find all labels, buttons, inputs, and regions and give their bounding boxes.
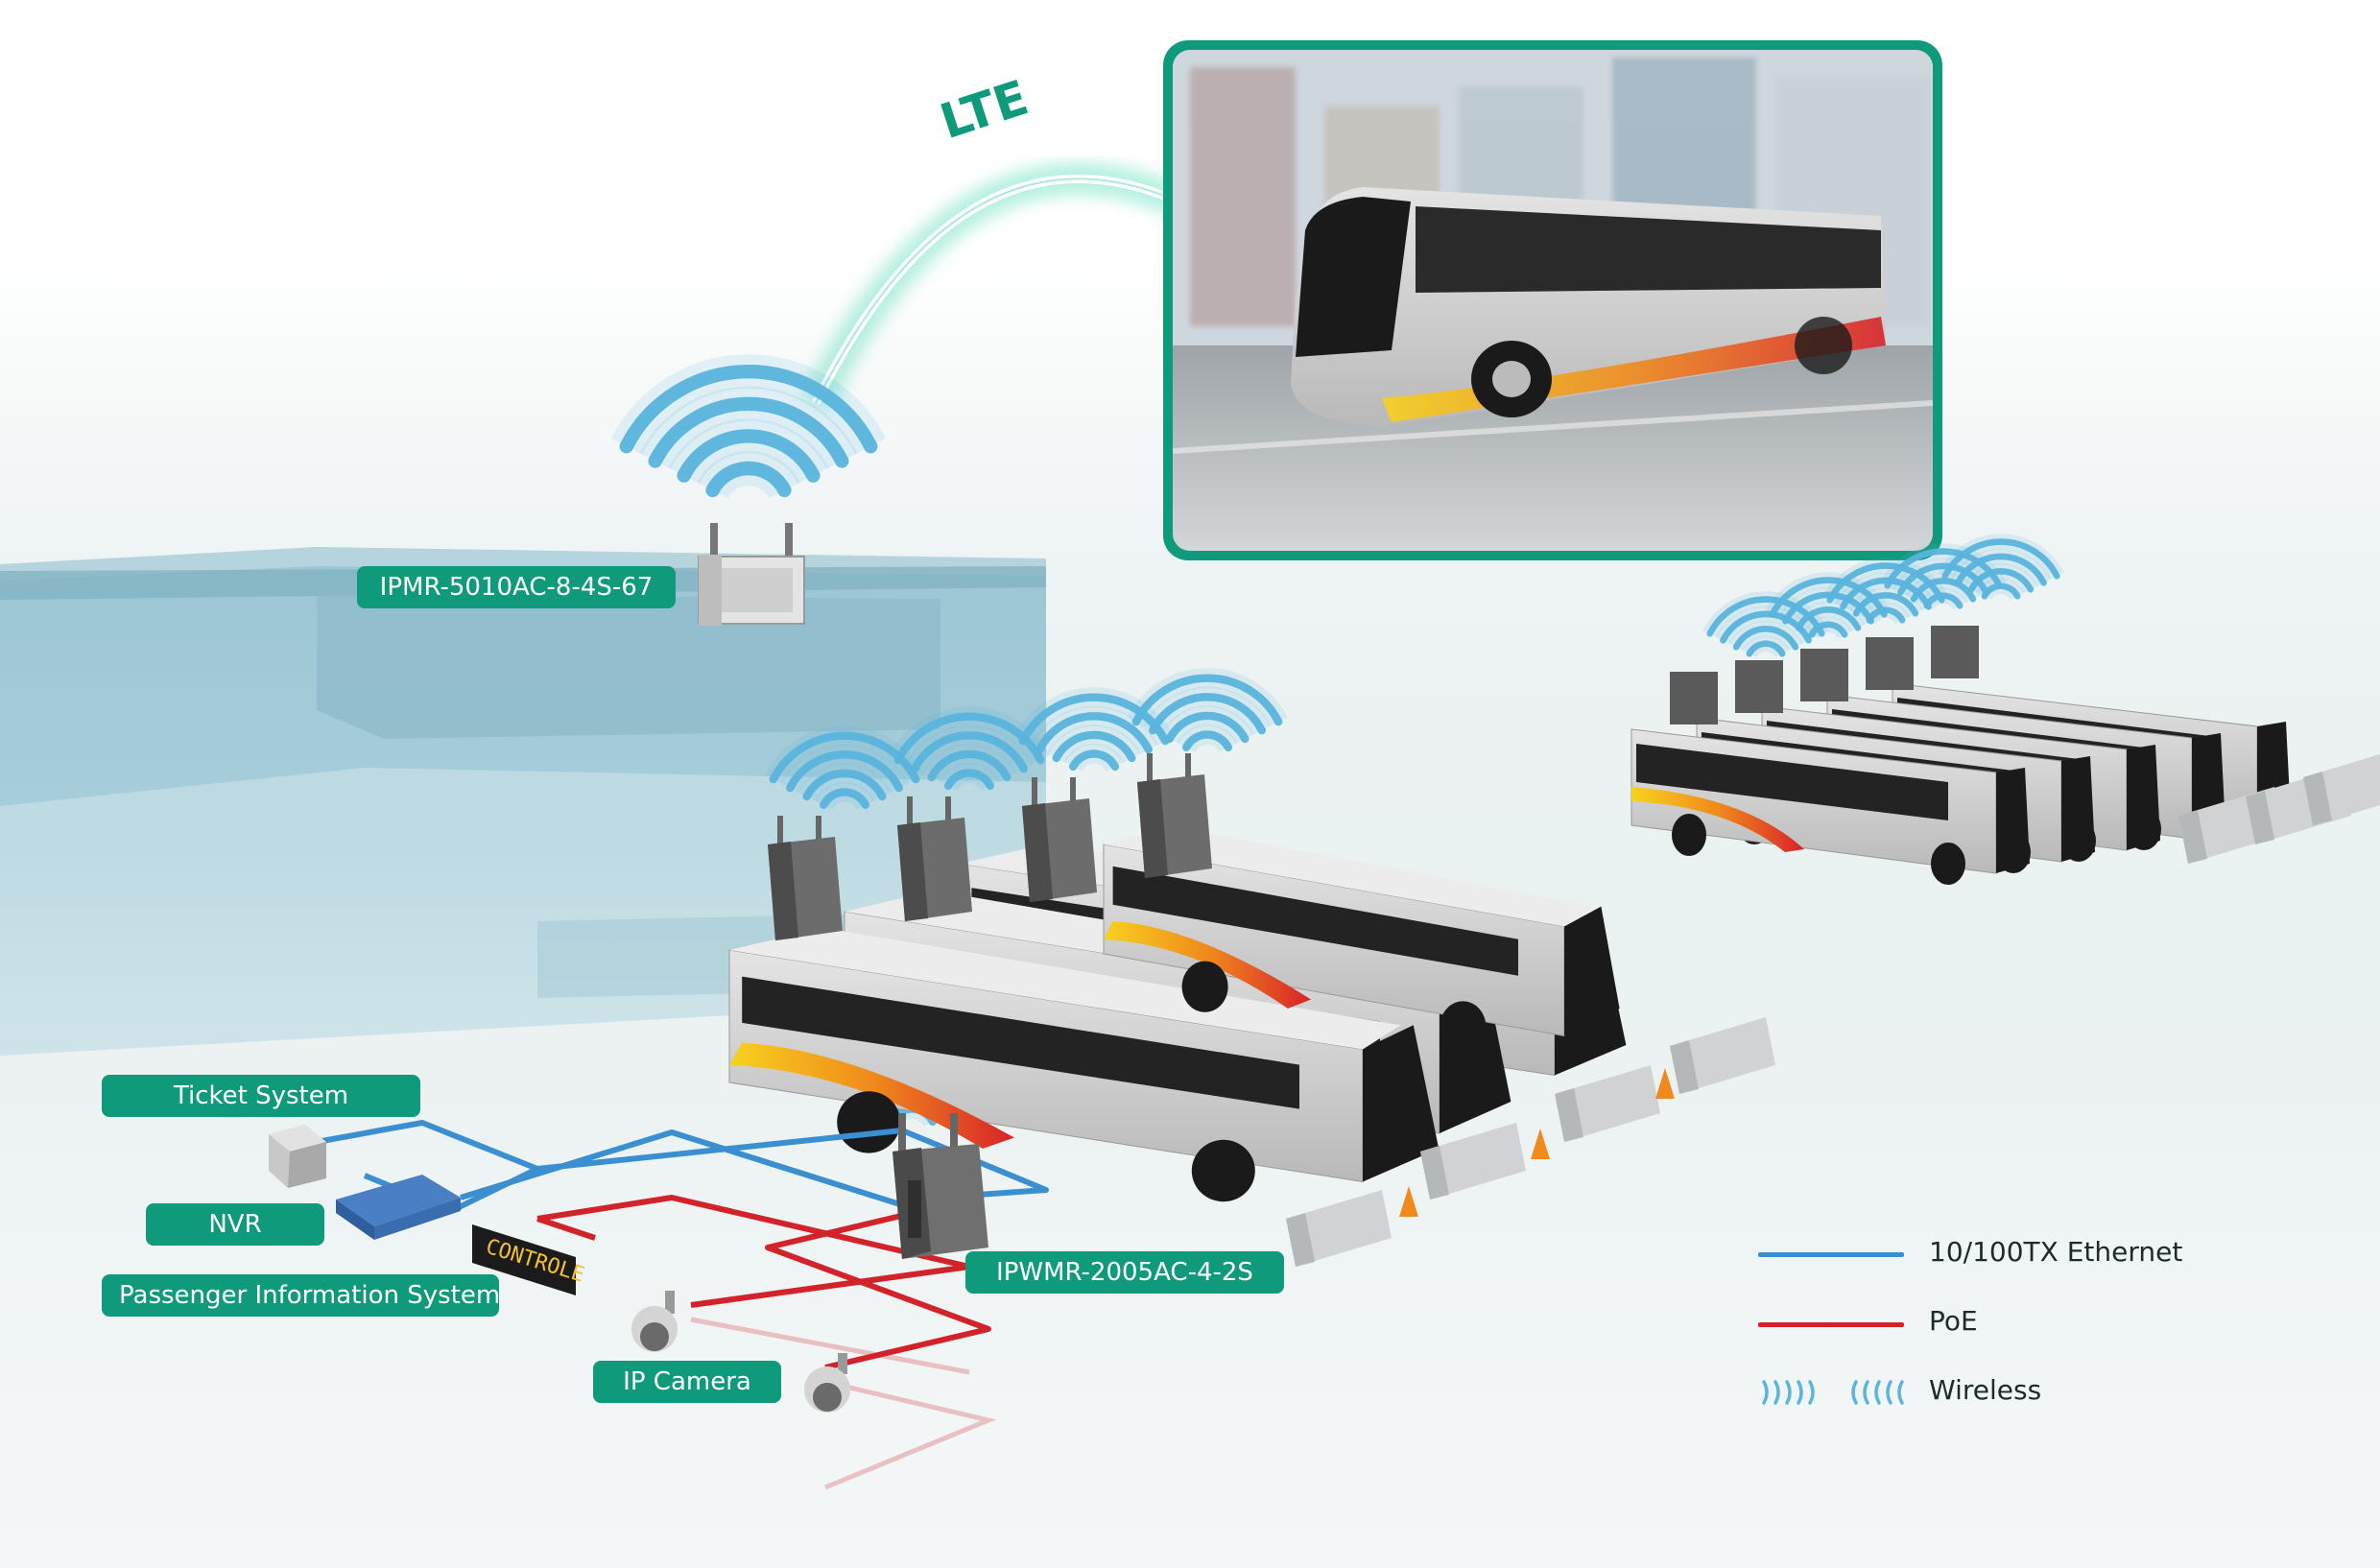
nvr-label: NVR bbox=[146, 1203, 324, 1246]
bus-router bbox=[897, 796, 972, 921]
legend-poe-label: PoE bbox=[1929, 1305, 1978, 1337]
ipwmr-router-device bbox=[892, 1113, 988, 1259]
ticket-machine bbox=[269, 1125, 326, 1188]
ip-camera-label: IP Camera bbox=[593, 1361, 781, 1403]
bus bbox=[728, 928, 1440, 1202]
nvr-device bbox=[336, 1175, 461, 1240]
poe-cabling bbox=[536, 1195, 991, 1370]
moving-bus-inset bbox=[1163, 40, 1942, 560]
ip-camera-2 bbox=[804, 1353, 850, 1413]
bus-router bbox=[1022, 777, 1097, 902]
cable-reflection bbox=[690, 1317, 997, 1490]
pis-label: Passenger Information System bbox=[102, 1274, 500, 1317]
parked-bus-fleet bbox=[728, 753, 1627, 1202]
concrete-barrier bbox=[1286, 1190, 1392, 1267]
traffic-barriers bbox=[1286, 754, 2380, 1267]
lte-label: LTE bbox=[934, 70, 1035, 151]
bus-router bbox=[1137, 753, 1212, 878]
legend-ethernet-swatch bbox=[1758, 1252, 1904, 1257]
bus-router bbox=[768, 816, 843, 940]
legend-wireless-label: Wireless bbox=[1929, 1374, 2042, 1406]
ipmr-router-device bbox=[698, 523, 805, 626]
legend-wireless-swatch bbox=[1762, 1380, 1904, 1405]
wifi-icon bbox=[1702, 591, 1829, 658]
traffic-cone bbox=[1399, 1186, 1418, 1217]
wifi-icon bbox=[1127, 668, 1288, 753]
ip-camera-1 bbox=[631, 1291, 678, 1352]
legend-poe-swatch bbox=[1758, 1322, 1904, 1327]
ticket-system-label: Ticket System bbox=[102, 1075, 420, 1117]
bus bbox=[1103, 826, 1620, 1053]
wifi-icon bbox=[1765, 572, 1892, 639]
traffic-cone bbox=[1655, 1068, 1675, 1099]
concrete-barrier bbox=[2303, 754, 2380, 825]
wifi-icon bbox=[610, 354, 887, 500]
ipmr-label: IPMR-5010AC-8-4S-67 bbox=[357, 566, 676, 608]
legend-ethernet-label: 10/100TX Ethernet bbox=[1929, 1236, 2183, 1268]
concrete-barrier bbox=[1555, 1065, 1660, 1142]
wifi-icon bbox=[1938, 534, 2064, 601]
far-bus-fleet bbox=[1630, 626, 2291, 885]
concrete-barrier bbox=[1420, 1123, 1526, 1200]
concrete-barrier bbox=[1670, 1017, 1775, 1094]
wifi-icon bbox=[1013, 687, 1175, 772]
traffic-cone bbox=[1531, 1128, 1550, 1159]
ipwmr-label: IPWMR-2005AC-4-2S bbox=[965, 1251, 1284, 1294]
far-bus bbox=[1630, 672, 2030, 885]
